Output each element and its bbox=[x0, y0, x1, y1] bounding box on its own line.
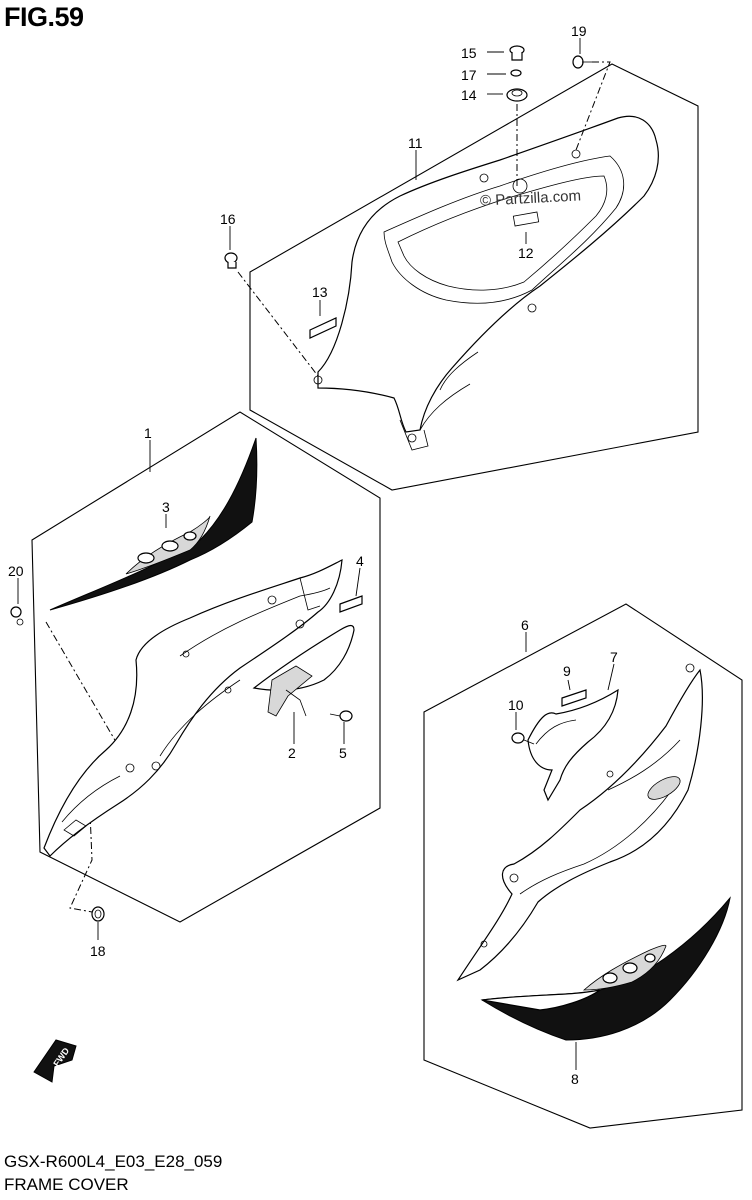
trim-8-part bbox=[480, 896, 731, 1041]
label-12 bbox=[512, 211, 540, 227]
fastener-14-cushion bbox=[506, 88, 528, 102]
figure-title: FIG.59 bbox=[4, 2, 84, 32]
fastener-19-bolt bbox=[572, 55, 592, 69]
group-box-left-cover bbox=[31, 411, 381, 923]
callout-14: 14 bbox=[461, 87, 477, 103]
fastener-10-screw bbox=[511, 732, 535, 745]
callout-18: 18 bbox=[90, 943, 106, 959]
callout-19: 19 bbox=[571, 23, 587, 39]
callout-13: 13 bbox=[312, 284, 328, 300]
label-13-sticker bbox=[309, 317, 337, 339]
bracket-7-part bbox=[527, 688, 619, 802]
left-frame-cover-part bbox=[43, 558, 343, 857]
callout-20: 20 bbox=[8, 563, 24, 579]
callout-10: 10 bbox=[508, 697, 524, 713]
fastener-16-bolt bbox=[224, 252, 238, 269]
callout-15: 15 bbox=[461, 45, 477, 61]
right-frame-cover-part bbox=[456, 663, 703, 982]
callout-9: 9 bbox=[563, 663, 571, 679]
callout-17: 17 bbox=[461, 67, 477, 83]
label-9-sticker bbox=[561, 689, 587, 707]
fastener-17-washer bbox=[510, 69, 522, 77]
callout-1: 1 bbox=[144, 425, 152, 441]
callout-12: 12 bbox=[518, 245, 534, 261]
callout-4: 4 bbox=[356, 553, 364, 569]
callout-7: 7 bbox=[610, 649, 618, 665]
trim-3-part bbox=[49, 437, 258, 611]
seat-tail-cover-part bbox=[313, 115, 659, 451]
callout-3: 3 bbox=[162, 499, 170, 515]
callout-5: 5 bbox=[339, 745, 347, 761]
fastener-18-grommet bbox=[91, 906, 105, 922]
fwd-arrow-icon: FWD bbox=[33, 1039, 77, 1083]
callout-2: 2 bbox=[288, 745, 296, 761]
fastener-5-screw bbox=[329, 710, 353, 722]
group-box-seat-tail bbox=[249, 63, 699, 491]
callout-8: 8 bbox=[571, 1071, 579, 1087]
fastener-20-nut bbox=[10, 606, 24, 626]
group-box-right-cover bbox=[423, 603, 743, 1129]
callout-11: 11 bbox=[408, 135, 423, 151]
callout-6: 6 bbox=[521, 617, 529, 633]
model-code: GSX-R600L4_E03_E28_059 bbox=[4, 1152, 223, 1171]
callout-16: 16 bbox=[220, 211, 236, 227]
fastener-15-screw bbox=[509, 45, 525, 61]
bracket-2-part bbox=[252, 624, 355, 717]
label-4-sticker bbox=[339, 595, 363, 613]
figure-name: FRAME COVER bbox=[4, 1175, 129, 1194]
